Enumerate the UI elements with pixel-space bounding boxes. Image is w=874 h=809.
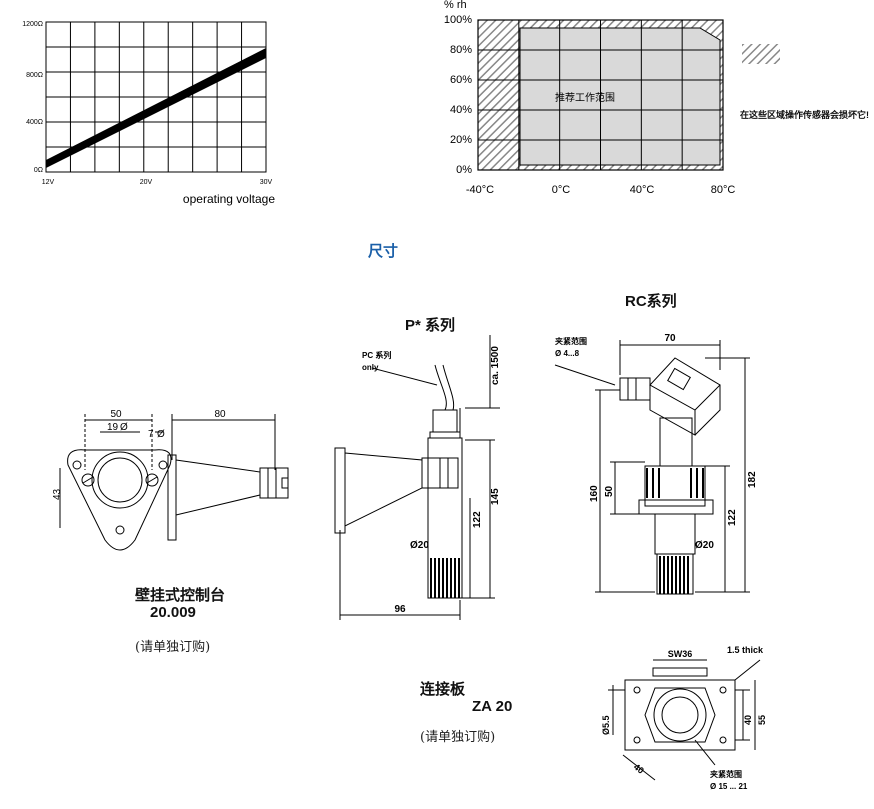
rc-clamp-label: 夹紧范围 xyxy=(555,336,587,346)
dim-dia55: Ø5.5 xyxy=(601,715,611,735)
rc-clamp-range: Ø 4...8 xyxy=(555,349,580,358)
wall-mount-note: (请单独订购) xyxy=(135,640,211,655)
dim-43: 43 xyxy=(52,488,63,500)
y-tick-0: 0Ω xyxy=(34,167,43,174)
dim-55-v: 55 xyxy=(757,715,767,725)
y-tick-800: 800Ω xyxy=(26,72,43,79)
dim-thick: 1.5 thick xyxy=(727,645,764,655)
dim-dia-2: Ø xyxy=(157,429,165,440)
pc-label: PC 系列 xyxy=(362,350,391,360)
dim-145: 145 xyxy=(490,488,501,505)
hatch-legend-text: 在这些区域操作传感器会损坏它! xyxy=(740,110,869,120)
resistance-band xyxy=(46,48,266,168)
dim-19: 19 xyxy=(107,422,119,433)
dim-dia: Ø xyxy=(120,422,128,433)
dim-40-v: 40 xyxy=(743,715,753,725)
y-tick-100: 100% xyxy=(444,14,472,26)
wall-mount-drawing: 50 19 Ø 7 Ø 80 43 xyxy=(52,409,289,551)
recommended-region xyxy=(519,27,721,166)
y-tick-20: 20% xyxy=(450,134,472,146)
x-tick-12v: 12V xyxy=(42,179,55,186)
dim-40-diag: 40 xyxy=(632,762,646,776)
p-series-title: P* 系列 xyxy=(405,317,456,334)
x-tick-40: 40°C xyxy=(630,184,655,196)
x-tick-80: 80°C xyxy=(711,184,736,196)
plate-drawing: SW36 1.5 thick Ø5.5 40 55 40 夹紧范围 Ø 15 .… xyxy=(601,645,767,791)
dim-ca1500: ca. 1500 xyxy=(490,346,501,385)
dim-50: 50 xyxy=(604,485,615,497)
x-tick-20v: 20V xyxy=(140,179,153,186)
dim-7: 7 xyxy=(148,429,154,440)
x-tick-m40: -40°C xyxy=(466,184,494,196)
humidity-chart: % rh 100% 80% 60% 40% 20% 0% -40°C 0°C 4… xyxy=(444,0,780,196)
y-tick-400: 400Ω xyxy=(26,119,43,126)
rc-series-drawing: 夹紧范围 Ø 4...8 70 160 50 182 122 Ø20 xyxy=(554,333,758,595)
plate-clamp-label: 夹紧范围 xyxy=(710,769,742,779)
rc-series-title: RC系列 xyxy=(625,293,677,310)
dim-96: 96 xyxy=(394,604,406,615)
pc-only: only xyxy=(362,363,379,372)
wall-mount-title: 壁挂式控制台 xyxy=(135,587,226,604)
wall-mount-code: 20.009 xyxy=(150,604,196,621)
plate-note: (请单独订购) xyxy=(420,730,496,745)
plate-clamp-range: Ø 15 ... 21 xyxy=(710,782,748,791)
x-axis-label: operating voltage xyxy=(183,192,275,206)
x-tick-0: 0°C xyxy=(552,184,571,196)
y-tick-80: 80% xyxy=(450,44,472,56)
plate-title: 连接板 xyxy=(420,681,466,698)
p-series-drawing: PC 系列 only ca. 1500 145 122 Ø20 96 xyxy=(334,335,501,620)
plate-code: ZA 20 xyxy=(472,698,513,715)
dim-80: 80 xyxy=(214,409,226,420)
x-tick-30v: 30V xyxy=(260,179,273,186)
dim-182: 182 xyxy=(747,471,758,488)
dim-sw36: SW36 xyxy=(668,649,693,659)
y-tick-1200: 1200Ω xyxy=(22,21,43,28)
y-tick-0: 0% xyxy=(456,164,472,176)
dim-70: 70 xyxy=(664,333,676,344)
dim-dia20: Ø20 xyxy=(410,540,429,551)
section-title: 尺寸 xyxy=(368,243,399,260)
dim-50: 50 xyxy=(110,409,122,420)
dim-122: 122 xyxy=(472,511,483,528)
hatch-legend-swatch xyxy=(742,44,780,64)
resistance-chart: 1200Ω 800Ω 400Ω 0Ω 12V 20V 30V operating… xyxy=(22,21,275,206)
y-tick-40: 40% xyxy=(450,104,472,116)
y-tick-60: 60% xyxy=(450,74,472,86)
dim-160: 160 xyxy=(589,485,600,502)
dim-dia20: Ø20 xyxy=(695,540,714,551)
dim-122: 122 xyxy=(727,509,738,526)
region-label: 推荐工作范围 xyxy=(555,91,615,104)
y-axis-label: % rh xyxy=(444,0,467,11)
